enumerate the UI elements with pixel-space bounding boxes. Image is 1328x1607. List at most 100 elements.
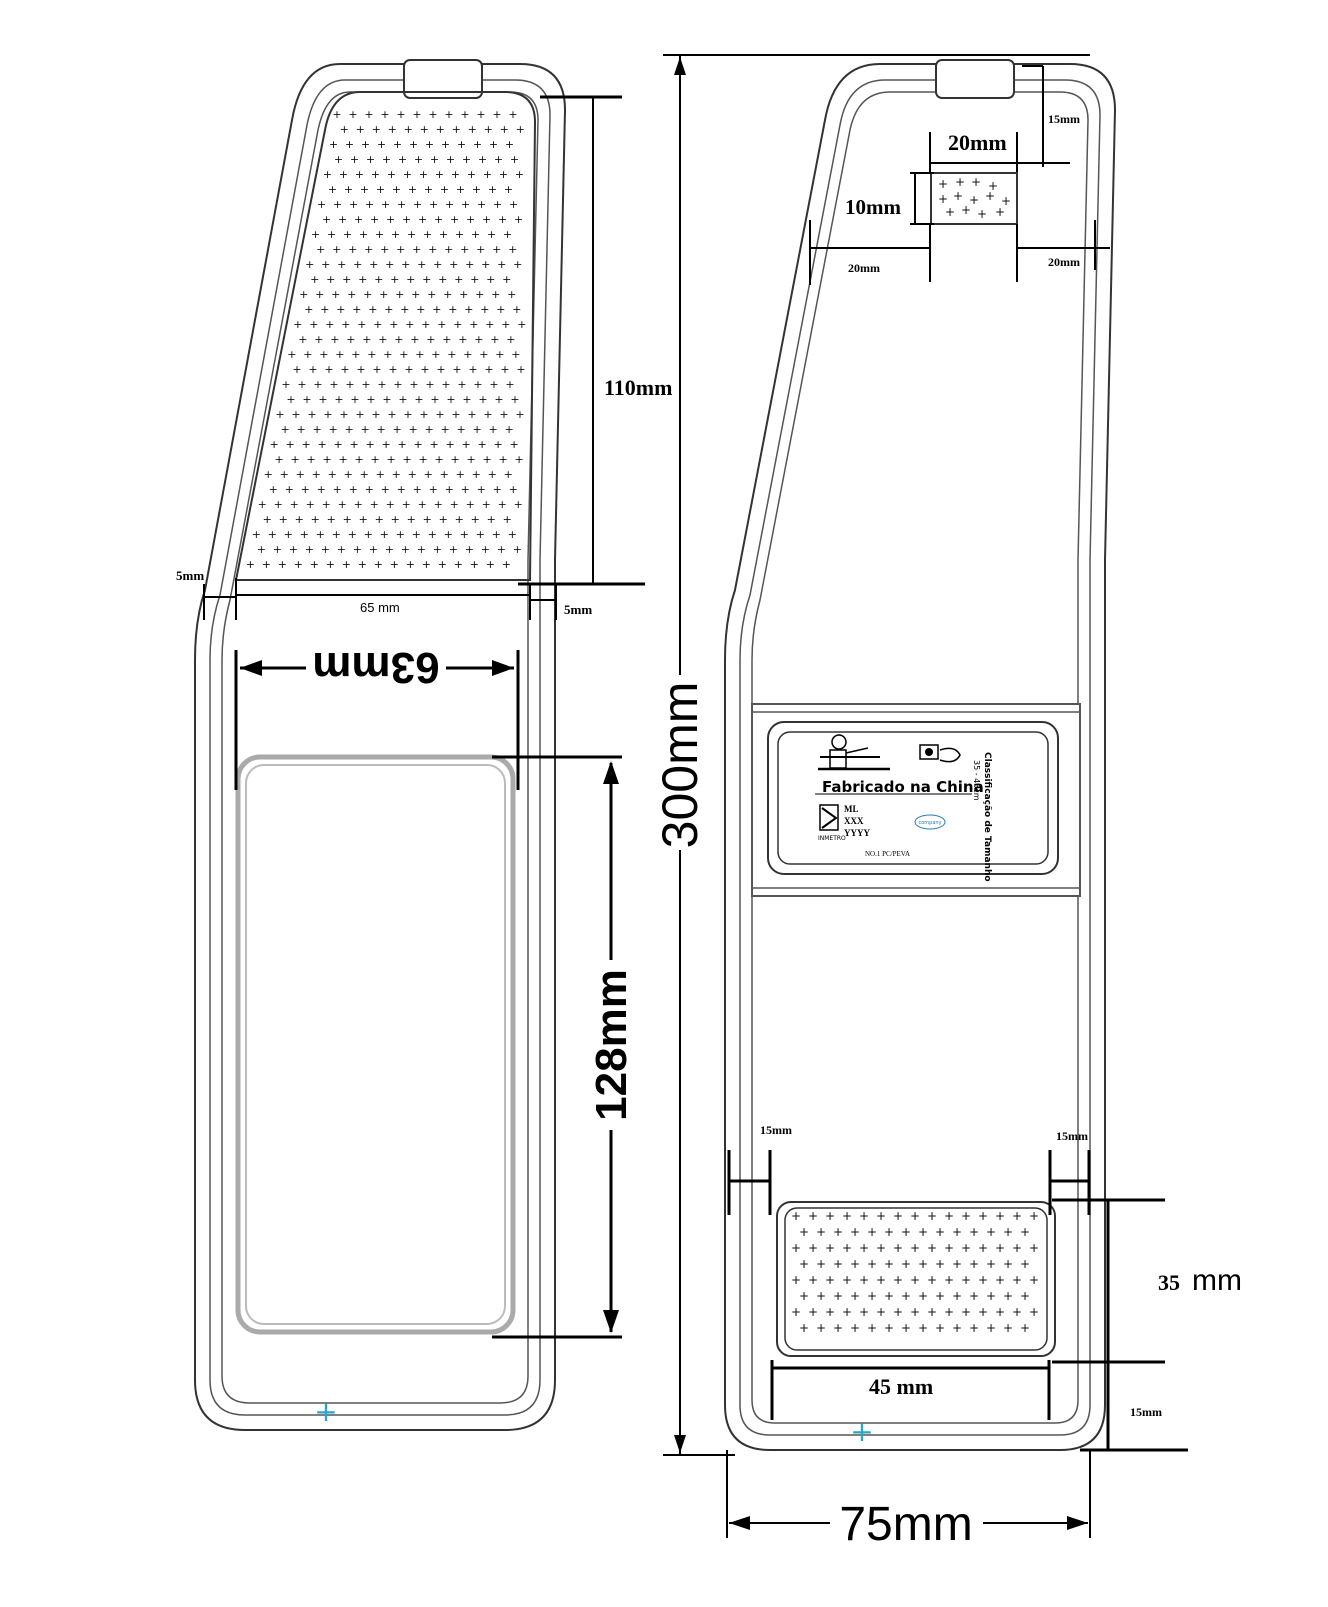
pattern-plus-mark: +	[791, 1209, 801, 1223]
pattern-plus-mark: +	[969, 193, 979, 207]
pattern-plus-mark: +	[399, 348, 408, 361]
pattern-plus-mark: +	[353, 258, 362, 271]
pattern-plus-mark: +	[510, 153, 519, 166]
pattern-plus-mark: +	[842, 1209, 852, 1223]
pattern-plus-mark: +	[337, 258, 346, 271]
pattern-plus-mark: +	[322, 213, 331, 226]
pattern-plus-mark: +	[442, 333, 451, 346]
pattern-plus-mark: +	[339, 453, 348, 466]
pattern-plus-mark: +	[293, 318, 302, 331]
dim-10mm: 10mm	[845, 195, 901, 219]
pattern-plus-mark: +	[378, 333, 387, 346]
pattern-plus-mark: +	[510, 393, 519, 406]
pattern-plus-mark: +	[482, 498, 491, 511]
pattern-plus-mark: +	[345, 138, 354, 151]
pattern-plus-mark: +	[488, 183, 497, 196]
pattern-plus-mark: +	[312, 468, 321, 481]
pattern-plus-mark: +	[475, 288, 484, 301]
pattern-plus-mark: +	[354, 213, 363, 226]
pattern-plus-mark: +	[444, 243, 453, 256]
pattern-plus-mark: +	[451, 453, 460, 466]
pattern-plus-mark: +	[479, 348, 488, 361]
right-bottom-dotted-frame	[776, 1201, 1056, 1357]
pattern-plus-mark: +	[323, 453, 332, 466]
pattern-plus-mark: +	[456, 468, 465, 481]
pattern-plus-mark: +	[496, 303, 505, 316]
pattern-plus-mark: +	[381, 483, 390, 496]
pattern-plus-mark: +	[332, 528, 341, 541]
pattern-plus-mark: +	[392, 468, 401, 481]
pattern-plus-mark: +	[390, 558, 399, 571]
pattern-plus-mark: +	[364, 108, 373, 121]
pattern-plus-mark: +	[514, 498, 523, 511]
dim-35-unit: mm	[1192, 1264, 1242, 1297]
pattern-plus-mark: +	[319, 348, 328, 361]
pattern-plus-mark: +	[978, 1273, 988, 1287]
pattern-plus-mark: +	[412, 108, 421, 121]
pattern-plus-mark: +	[986, 1257, 996, 1271]
pattern-plus-mark: +	[867, 1257, 877, 1271]
pattern-plus-mark: +	[486, 273, 495, 286]
pattern-plus-mark: +	[1012, 1273, 1022, 1287]
dim-15mm-bottom-left: 15mm	[760, 1123, 792, 1137]
pattern-plus-mark: +	[927, 1209, 937, 1223]
right-piece: +++++++++++++ Fabricado na China INMETRO…	[724, 59, 1117, 1451]
pattern-plus-mark: +	[507, 288, 516, 301]
pattern-plus-mark: +	[995, 1241, 1005, 1255]
pattern-plus-mark: +	[371, 453, 380, 466]
pattern-plus-mark: +	[515, 453, 524, 466]
pattern-plus-mark: +	[471, 228, 480, 241]
pattern-plus-mark: +	[341, 318, 350, 331]
pattern-plus-mark: +	[457, 378, 466, 391]
dim-45mm: 45 mm	[869, 1374, 933, 1399]
pattern-plus-mark: +	[402, 498, 411, 511]
pattern-plus-mark: +	[353, 543, 362, 556]
pattern-plus-mark: +	[436, 123, 445, 136]
pattern-plus-mark: +	[275, 453, 284, 466]
pattern-plus-mark: +	[470, 273, 479, 286]
pattern-plus-mark: +	[305, 543, 314, 556]
pattern-plus-mark: +	[332, 108, 341, 121]
pattern-plus-mark: +	[901, 1289, 911, 1303]
pattern-plus-mark: +	[438, 558, 447, 571]
pattern-plus-mark: +	[357, 318, 366, 331]
pattern-plus-mark: +	[328, 183, 337, 196]
pattern-plus-mark: +	[901, 1225, 911, 1239]
pattern-plus-mark: +	[842, 1273, 852, 1287]
pattern-plus-mark: +	[493, 483, 502, 496]
pattern-plus-mark: +	[403, 453, 412, 466]
pattern-plus-mark: +	[449, 543, 458, 556]
pattern-plus-mark: +	[884, 1321, 894, 1335]
pattern-plus-mark: +	[406, 558, 415, 571]
pattern-plus-mark: +	[513, 543, 522, 556]
pattern-plus-mark: +	[492, 108, 501, 121]
pattern-plus-mark: +	[435, 168, 444, 181]
pattern-plus-mark: +	[340, 123, 349, 136]
pattern-plus-mark: +	[307, 453, 316, 466]
pattern-plus-mark: +	[411, 288, 420, 301]
pattern-plus-mark: +	[808, 1241, 818, 1255]
pattern-plus-mark: +	[466, 498, 475, 511]
dim-5mm-right: 5mm	[564, 602, 592, 617]
pattern-plus-mark: +	[884, 1225, 894, 1239]
right-outer-outline	[724, 63, 1117, 1451]
pattern-plus-mark: +	[876, 1241, 886, 1255]
pattern-plus-mark: +	[952, 1289, 962, 1303]
pattern-plus-mark: +	[850, 1257, 860, 1271]
pattern-plus-mark: +	[326, 558, 335, 571]
pattern-plus-mark: +	[490, 333, 499, 346]
pattern-plus-mark: +	[476, 243, 485, 256]
pattern-plus-mark: +	[952, 1321, 962, 1335]
pattern-plus-mark: +	[290, 498, 299, 511]
label-heading: Fabricado na China	[822, 778, 984, 796]
left-window-frame	[235, 754, 516, 1335]
pattern-plus-mark: +	[799, 1225, 809, 1239]
label-line-xxx: XXX	[844, 816, 864, 826]
pattern-plus-mark: +	[476, 528, 485, 541]
pattern-plus-mark: +	[419, 408, 428, 421]
pattern-plus-mark: +	[512, 303, 521, 316]
pattern-plus-mark: +	[311, 228, 320, 241]
pattern-plus-mark: +	[952, 1257, 962, 1271]
pattern-plus-mark: +	[986, 1289, 996, 1303]
pattern-plus-mark: +	[487, 228, 496, 241]
